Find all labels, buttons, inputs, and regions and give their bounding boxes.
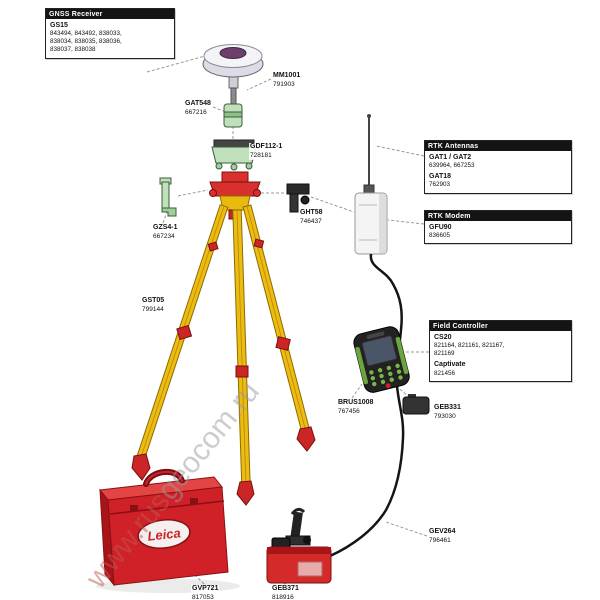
label-geb371: GEB371 818916 <box>271 585 300 600</box>
rtk-antennas-numbers1: 639964, 667253 <box>429 162 475 170</box>
rtk-antennas-model2: GAT18 <box>429 173 452 181</box>
rtk-antennas-model1: GAT1 / GAT2 <box>429 154 472 161</box>
field-controller-numbers1b: 821169 <box>434 350 455 358</box>
label-box-gnss-receiver: GNSS Receiver GS15 843494, 843492, 83803… <box>45 8 175 59</box>
gs15-antenna-dome <box>202 44 264 105</box>
geb371-battery <box>266 537 332 584</box>
field-controller-header: Field Controller <box>430 321 571 331</box>
gnss-numbers-line2: 838034, 838035, 838036, <box>50 38 122 46</box>
label-gat548: GAT548 667216 <box>184 100 212 117</box>
label-ght58: GHT58 746437 <box>299 209 324 226</box>
geb331-battery <box>402 394 430 415</box>
gnss-numbers-line1: 843494, 843492, 838033, <box>50 30 122 38</box>
label-brus1008: BRUS1008 767456 <box>337 399 375 416</box>
label-mm1001: MM1001 791903 <box>272 72 302 89</box>
leica-logo-oval <box>137 519 191 549</box>
label-box-field-controller: Field Controller CS20 821164, 821161, 82… <box>429 320 572 382</box>
label-geb331: GEB331 793030 <box>433 404 462 421</box>
controller-keypad <box>369 363 403 387</box>
controller-power-key <box>385 383 391 389</box>
gnss-box-header: GNSS Receiver <box>46 9 174 19</box>
field-controller-model2: Captivate <box>434 361 466 369</box>
label-box-rtk-antennas: RTK Antennas GAT1 / GAT2 639964, 667253 … <box>424 140 572 194</box>
gzs4-height-hook <box>159 177 177 217</box>
field-controller-numbers2: 821456 <box>434 369 456 377</box>
gst05-tripod <box>131 195 316 506</box>
rtk-modem-header: RTK Modem <box>425 211 571 221</box>
bottom-pole-clamp <box>285 507 311 546</box>
label-box-rtk-modem: RTK Modem GFU90 836605 <box>424 210 572 245</box>
tripod-foot <box>131 453 151 481</box>
gfu-rtk-modem <box>354 192 388 255</box>
leica-logo-text: Leica <box>147 525 182 543</box>
tripod-foot <box>296 426 316 452</box>
gev264-cable <box>319 253 405 564</box>
label-gdf112: GDF112-1 728181 <box>249 143 284 160</box>
rtk-antennas-numbers2: 762903 <box>429 181 451 189</box>
label-gzs4: GZS4-1 667234 <box>152 224 179 241</box>
controller-screen <box>361 335 397 367</box>
tripod-foot <box>236 480 255 506</box>
label-gev264: GEV264 796461 <box>428 528 457 545</box>
field-controller-numbers1a: 821164, 821161, 821167, <box>434 342 505 350</box>
rtk-antennas-header: RTK Antennas <box>425 141 571 151</box>
field-controller-model1: CS20 <box>434 334 452 341</box>
gnss-model: GS15 <box>50 22 68 29</box>
leg-clamp <box>275 336 291 351</box>
label-gvp721: GVP721 817053 <box>191 585 220 600</box>
dome-pole <box>230 87 237 105</box>
gat548-adapter <box>223 103 243 128</box>
leg-clamp <box>235 365 249 378</box>
red-tribrach <box>209 171 261 197</box>
dome-cap <box>219 47 247 59</box>
cs20-controller <box>353 326 410 393</box>
rtk-whip-antenna <box>363 114 375 195</box>
ght58-holder <box>286 183 310 213</box>
label-gst05: GST05 799144 <box>141 297 166 314</box>
leg-clamp <box>176 324 193 341</box>
rtk-modem-model: GFU90 <box>429 224 452 231</box>
rtk-modem-numbers: 836605 <box>429 232 451 240</box>
gnss-numbers-line3: 838037, 838038 <box>50 46 96 54</box>
